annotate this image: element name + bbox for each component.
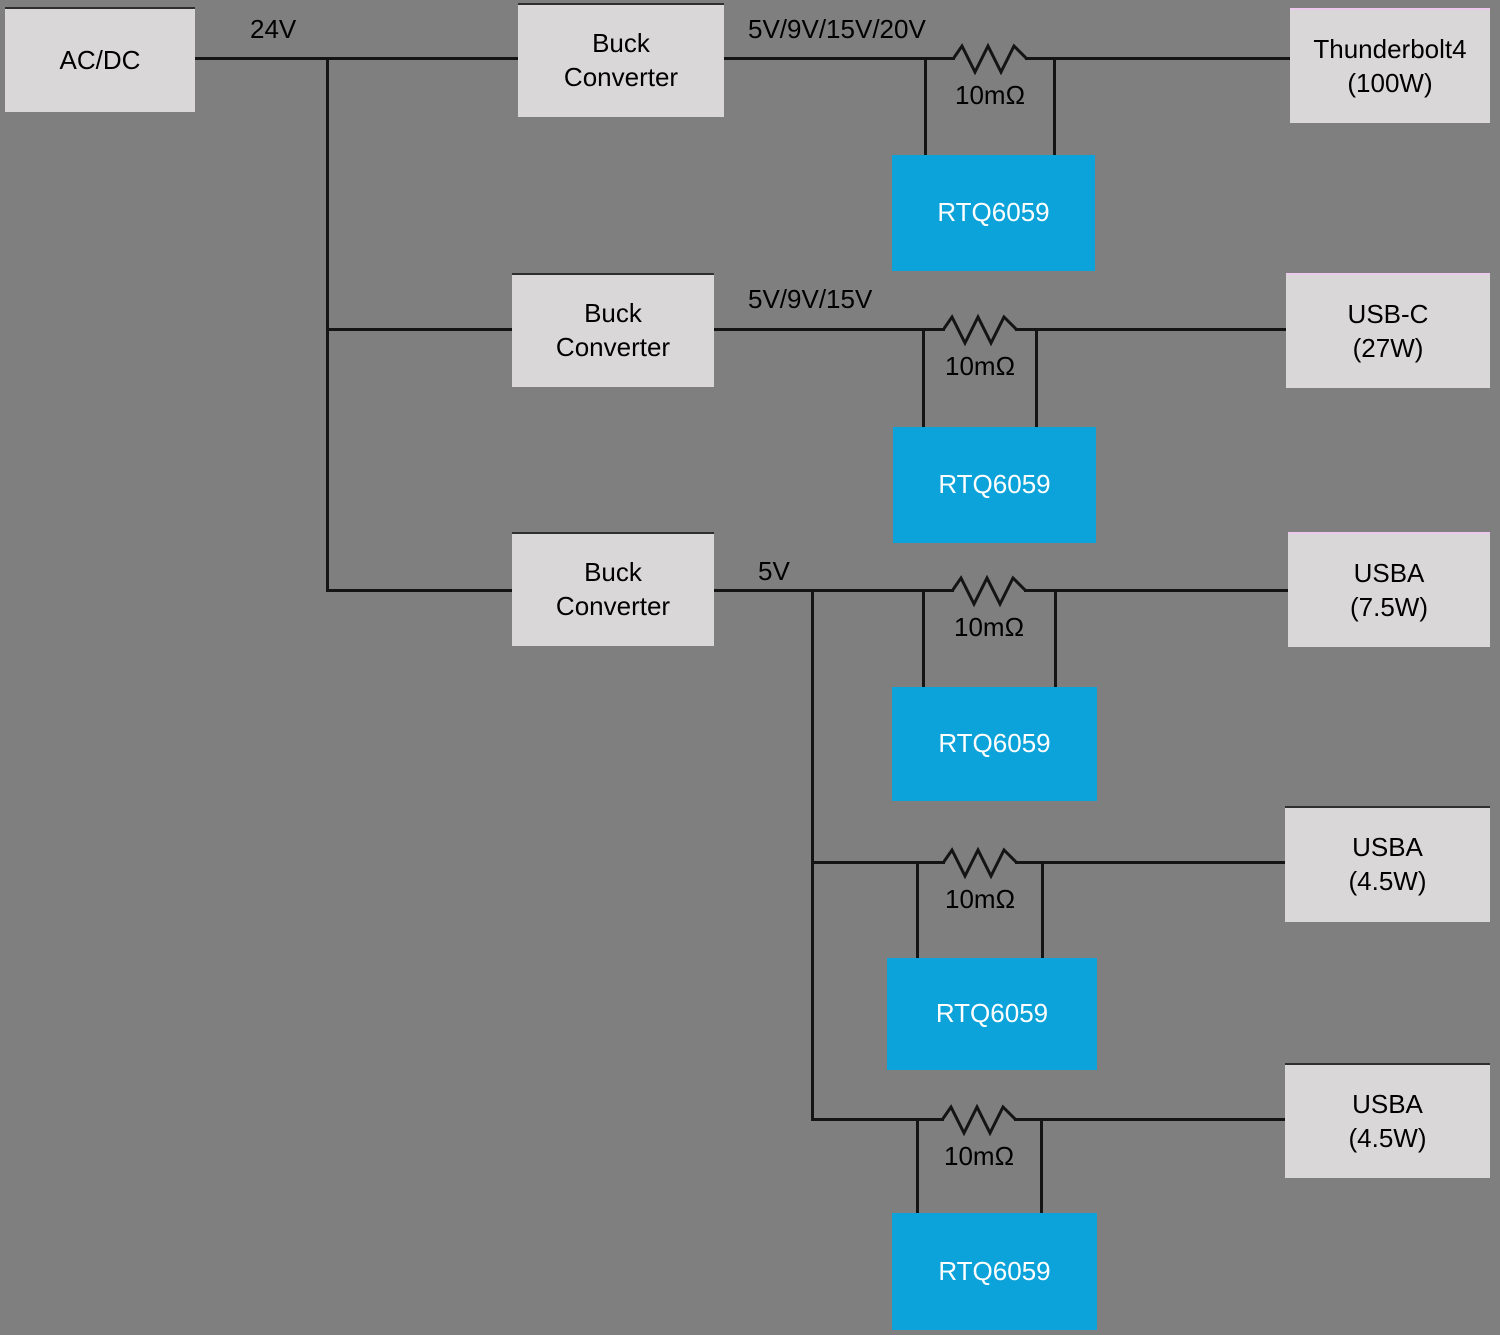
wire-row1-sense-left	[924, 57, 927, 155]
wire-row1-sense-right	[1053, 57, 1056, 155]
acdc-label: AC/DC	[59, 44, 141, 75]
wire-row3-sense-left	[922, 589, 925, 687]
acdc-block: AC/DC	[5, 7, 195, 112]
rtq6059-3-block: RTQ6059	[892, 687, 1097, 801]
shunt-value-2: 10mΩ	[944, 351, 1015, 381]
rtq6059-5-block: RTQ6059	[892, 1213, 1097, 1330]
wire-row3-trunk-to-buck3	[327, 589, 512, 592]
wire-24v-trunk-vertical	[326, 57, 329, 592]
wire-row5-shunt-to-usba3	[1014, 1118, 1285, 1121]
load-thunderbolt4-power: (100W)	[1347, 67, 1433, 98]
shunt-resistor-1-icon	[953, 42, 1027, 76]
wire-row4-shunt-to-usba2	[1015, 861, 1285, 864]
wire-row1-buck1-to-shunt	[724, 57, 955, 60]
wire-row3-shunt-to-usba1	[1024, 589, 1288, 592]
rtq6059-4-label: RTQ6059	[935, 998, 1049, 1029]
rtq6059-4-block: RTQ6059	[887, 958, 1097, 1070]
rtq6059-1-label: RTQ6059	[937, 197, 1050, 228]
rail-label-buck2-output: 5V/9V/15V	[748, 284, 873, 314]
load-thunderbolt4-name: Thunderbolt4	[1313, 33, 1467, 64]
wire-row2-shunt-to-usbc	[1015, 328, 1286, 331]
buck-converter-1-block: Buck Converter	[518, 3, 724, 117]
rail-label-buck3-output: 5V	[758, 556, 790, 586]
load-usba-4-5w-block-2: USBA (4.5W)	[1285, 1063, 1490, 1178]
load-thunderbolt4-block: Thunderbolt4 (100W)	[1290, 8, 1490, 123]
wire-row4-sense-right	[1041, 861, 1044, 958]
load-usba-4-5w-1-power: (4.5W)	[1348, 866, 1427, 896]
shunt-value-3: 10mΩ	[953, 612, 1024, 642]
rtq6059-2-block: RTQ6059	[893, 427, 1096, 543]
wire-row4-trunk-to-shunt	[813, 861, 945, 864]
shunt-value-4: 10mΩ	[944, 884, 1015, 914]
load-usba-7-5w-name: USBA	[1353, 557, 1425, 588]
load-usba-4-5w-1-name: USBA	[1352, 832, 1423, 863]
buck-converter-2-label-line2: Converter	[555, 332, 671, 362]
rtq6059-3-label: RTQ6059	[938, 728, 1051, 759]
wire-row2-sense-right	[1035, 328, 1038, 427]
buck-converter-3-block: Buck Converter	[512, 532, 714, 646]
buck-converter-2-block: Buck Converter	[512, 273, 714, 387]
wire-row5-trunk-to-shunt	[813, 1118, 944, 1121]
load-usbc-power: (27W)	[1352, 332, 1424, 363]
shunt-value-5: 10mΩ	[943, 1141, 1014, 1171]
load-usbc-block: USB-C (27W)	[1286, 273, 1490, 388]
rtq6059-5-label: RTQ6059	[938, 1255, 1051, 1286]
wire-row5-sense-left	[916, 1118, 919, 1213]
wire-row3-sense-right	[1054, 589, 1057, 687]
wire-row5-sense-right	[1040, 1118, 1043, 1213]
wire-row2-buck2-to-shunt	[714, 328, 945, 331]
wire-row1-shunt-to-thunderbolt4	[1025, 57, 1290, 60]
load-usba-7-5w-block: USBA (7.5W)	[1288, 532, 1490, 647]
load-usba-4-5w-2-power: (4.5W)	[1348, 1122, 1427, 1153]
wire-row4-sense-left	[916, 861, 919, 958]
wire-row3-buck3-to-shunt	[714, 589, 954, 592]
buck-converter-3-label-line2: Converter	[555, 591, 671, 621]
rail-label-24v: 24V	[250, 14, 297, 44]
load-usba-4-5w-block-1: USBA (4.5W)	[1285, 806, 1490, 922]
rtq6059-2-label: RTQ6059	[938, 469, 1051, 500]
wire-row2-trunk-to-buck2	[327, 328, 512, 331]
wire-5v-trunk-vertical	[811, 589, 814, 1121]
load-usbc-name: USB-C	[1347, 298, 1429, 329]
buck-converter-1-label-line1: Buck	[592, 28, 650, 59]
buck-converter-2-label-line1: Buck	[584, 298, 642, 329]
load-usba-7-5w-power: (7.5W)	[1350, 591, 1428, 622]
rtq6059-1-block: RTQ6059	[892, 155, 1095, 271]
buck-converter-3-label-line1: Buck	[584, 557, 642, 588]
shunt-resistor-5-icon	[942, 1103, 1016, 1137]
shunt-resistor-2-icon	[943, 313, 1017, 347]
shunt-resistor-3-icon	[952, 574, 1026, 608]
buck-converter-1-label-line2: Converter	[563, 62, 679, 92]
wire-row2-sense-left	[922, 328, 925, 427]
shunt-resistor-4-icon	[943, 846, 1017, 880]
rail-label-buck1-output: 5V/9V/15V/20V	[748, 14, 926, 44]
load-usba-4-5w-2-name: USBA	[1352, 1088, 1423, 1119]
wire-24v-acdc-to-buck1	[195, 57, 518, 60]
shunt-value-1: 10mΩ	[954, 80, 1025, 110]
